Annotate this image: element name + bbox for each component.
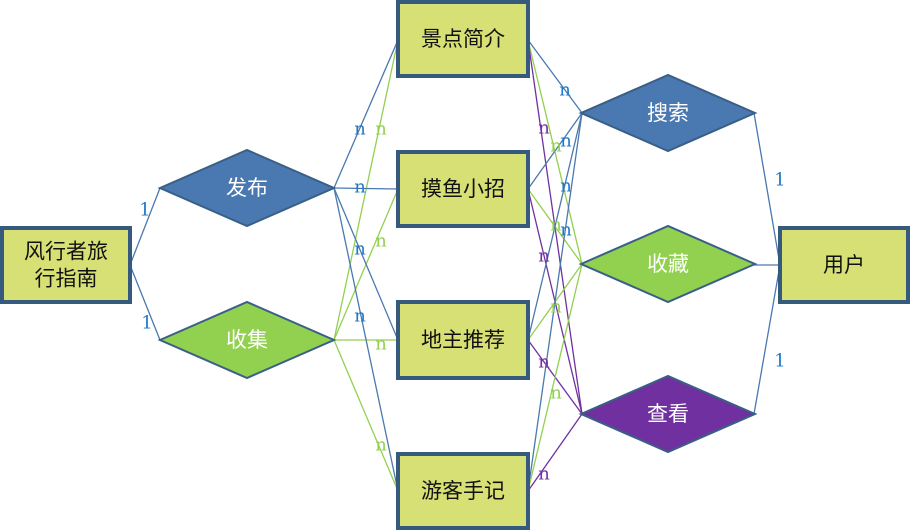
entity-local-recommend [396, 300, 530, 380]
cardinality-label: n [354, 119, 366, 140]
cardinality-label: n [560, 131, 572, 152]
entity-local-recommend-label: 地主推荐 [421, 328, 505, 352]
line-entity-view [527, 413, 583, 492]
line-publish-entity [333, 39, 399, 189]
cardinality-label: 1 [774, 170, 785, 191]
cardinality-label: n [560, 220, 572, 241]
relation-favorite [578, 224, 758, 304]
cardinality-label: n [538, 118, 550, 139]
entity-system [0, 226, 132, 304]
cardinality-label: 1 [141, 313, 152, 334]
cardinality-label: n [354, 239, 366, 260]
cardinality-label: n [550, 383, 562, 404]
line-system-publish [129, 187, 161, 266]
line-publish-entity [333, 187, 399, 492]
cardinality-label: n [550, 136, 562, 157]
cardinality-label: n [550, 297, 562, 318]
relation-collect-label: 收集 [226, 328, 268, 352]
relation-search [578, 73, 758, 153]
line-entity-search [527, 112, 583, 492]
cardinality-label: n [354, 306, 366, 327]
entity-tips-label: 摸鱼小招 [421, 177, 505, 201]
line-entity-favorite [527, 263, 583, 492]
entity-scenic-intro [396, 0, 530, 78]
line-collect-entity [333, 39, 399, 341]
cardinality-label: n [538, 246, 550, 267]
cardinality-label: 1 [139, 200, 150, 221]
line-collect-entity [333, 339, 399, 492]
relation-publish-label: 发布 [226, 176, 268, 200]
cardinality-label: n [375, 119, 387, 140]
line-system-collect [129, 264, 161, 341]
relation-collect [157, 300, 337, 380]
cardinality-label: n [560, 176, 572, 197]
cardinality-label: n [375, 435, 387, 456]
line-search-user [753, 112, 781, 266]
line-entity-search [527, 112, 583, 341]
relation-favorite-label: 收藏 [647, 252, 689, 276]
entity-traveler-notes [396, 452, 530, 530]
entity-tips [396, 150, 530, 228]
cardinality-label: n [375, 231, 387, 252]
entity-scenic-intro-label: 景点简介 [421, 27, 505, 51]
cardinality-label: n [354, 177, 366, 198]
line-view-user [753, 264, 781, 415]
cardinality-label: n [538, 464, 550, 485]
cardinality-label: n [559, 80, 571, 101]
entity-user-label: 用户 [823, 253, 865, 277]
entity-user [778, 226, 910, 304]
relation-view [578, 374, 758, 454]
entity-system-label: 风行者旅 [24, 240, 108, 264]
entity-system-label: 行指南 [35, 267, 98, 291]
cardinality-label: n [550, 215, 562, 236]
line-entity-search [527, 39, 583, 114]
entity-traveler-notes-label: 游客手记 [421, 479, 505, 503]
relation-search-label: 搜索 [647, 101, 689, 125]
relation-publish [157, 148, 337, 228]
cardinality-label: 1 [774, 351, 785, 372]
cardinality-label: n [538, 352, 550, 373]
line-publish-entity [333, 187, 399, 190]
line-publish-entity [333, 187, 399, 341]
line-entity-search [527, 112, 583, 190]
relation-view-label: 查看 [647, 402, 689, 426]
cardinality-label: n [375, 334, 387, 355]
